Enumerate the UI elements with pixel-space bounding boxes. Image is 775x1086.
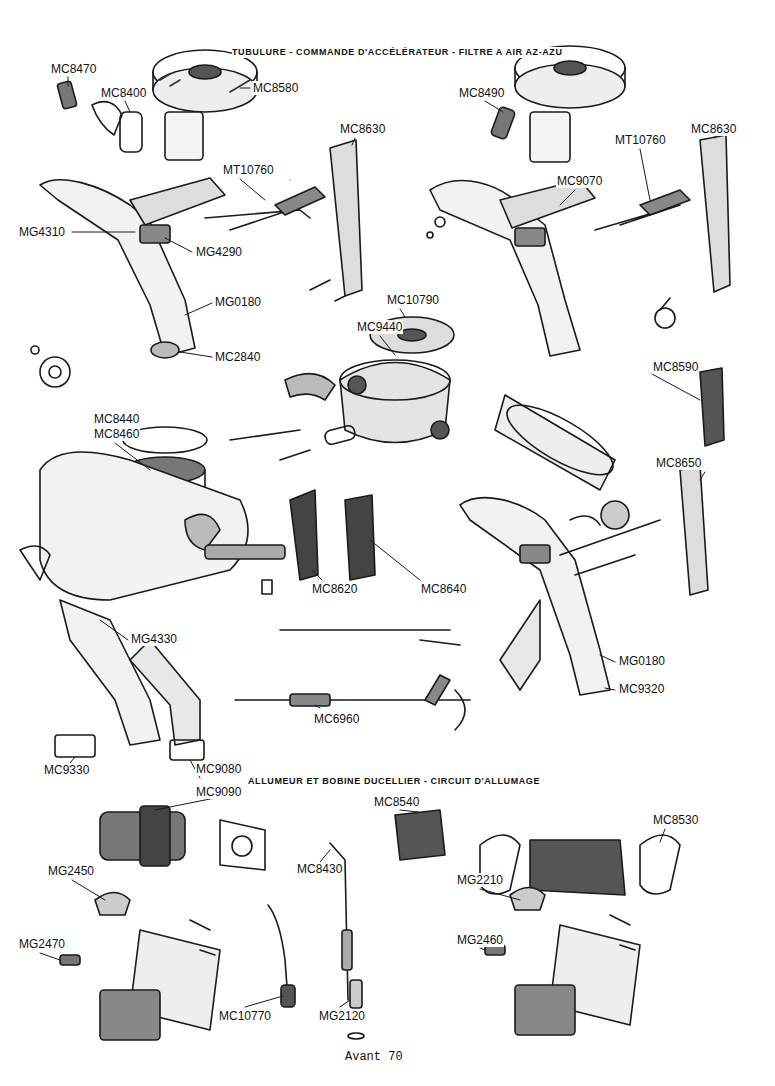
part-number: MT10760 <box>222 163 275 177</box>
part-number: MC8490 <box>458 86 505 100</box>
part-number: MG2460 <box>456 933 504 947</box>
part-number: MC8650 <box>655 456 702 470</box>
pedal <box>700 368 724 446</box>
heat-cover <box>480 835 680 895</box>
part-number: MC10790 <box>386 293 440 307</box>
part-number: MC8640 <box>420 582 467 596</box>
part-number: MC8440 <box>93 412 140 426</box>
part-number: MC8470 <box>50 62 97 76</box>
part-number: MG4290 <box>195 245 243 259</box>
distributor-left <box>60 893 220 1041</box>
part-number: MC8620 <box>311 582 358 596</box>
part-number: MC9070 <box>556 174 603 188</box>
part-number: MC8590 <box>652 360 699 374</box>
part-number: MT10760 <box>614 133 667 147</box>
center-filter-housing <box>285 317 454 446</box>
distributor-right <box>485 888 640 1036</box>
part-number: MC8460 <box>93 427 140 441</box>
part-number: MC8400 <box>100 86 147 100</box>
part-number: MC9080 <box>195 762 242 776</box>
part-number: MC8540 <box>373 795 420 809</box>
part-number: MC6960 <box>313 712 360 726</box>
part-number: MG2470 <box>18 937 66 951</box>
ignition-coil <box>100 806 265 870</box>
part-number: MC8530 <box>652 813 699 827</box>
middle-right-assembly <box>460 393 708 695</box>
part-number: MC9440 <box>356 320 403 334</box>
part-number: MG2120 <box>318 1009 366 1023</box>
top-right-assembly <box>427 46 730 356</box>
part-number: MC9090 <box>195 785 242 799</box>
part-number: MC8630 <box>690 122 737 136</box>
part-number: MG2450 <box>47 864 95 878</box>
part-number: MC8580 <box>252 81 299 95</box>
part-number: MC8630 <box>339 122 386 136</box>
accelerator-cable <box>235 630 470 730</box>
part-number: MG0180 <box>618 654 666 668</box>
part-number: MG4310 <box>18 225 66 239</box>
part-number: MG0180 <box>214 295 262 309</box>
caption: Avant 70 <box>345 1050 403 1064</box>
middle-left-assembly <box>20 427 375 760</box>
diagram-title: TUBULURE - COMMANDE D'ACCÉLÉRATEUR - FIL… <box>232 47 563 58</box>
part-number: MG2210 <box>456 873 504 887</box>
part-number: MC2840 <box>214 350 261 364</box>
part-number: MC9330 <box>43 763 90 777</box>
part-number: MC8430 <box>296 862 343 876</box>
top-left-assembly <box>31 50 362 387</box>
section-heading: ALLUMEUR ET BOBINE DUCELLIER - CIRCUIT D… <box>248 776 540 787</box>
part-number: MC10770 <box>218 1009 272 1023</box>
part-number: MG4330 <box>130 632 178 646</box>
leader-lines <box>40 77 715 1007</box>
part-number: MC9320 <box>618 682 665 696</box>
ignition-leads <box>268 810 445 1039</box>
